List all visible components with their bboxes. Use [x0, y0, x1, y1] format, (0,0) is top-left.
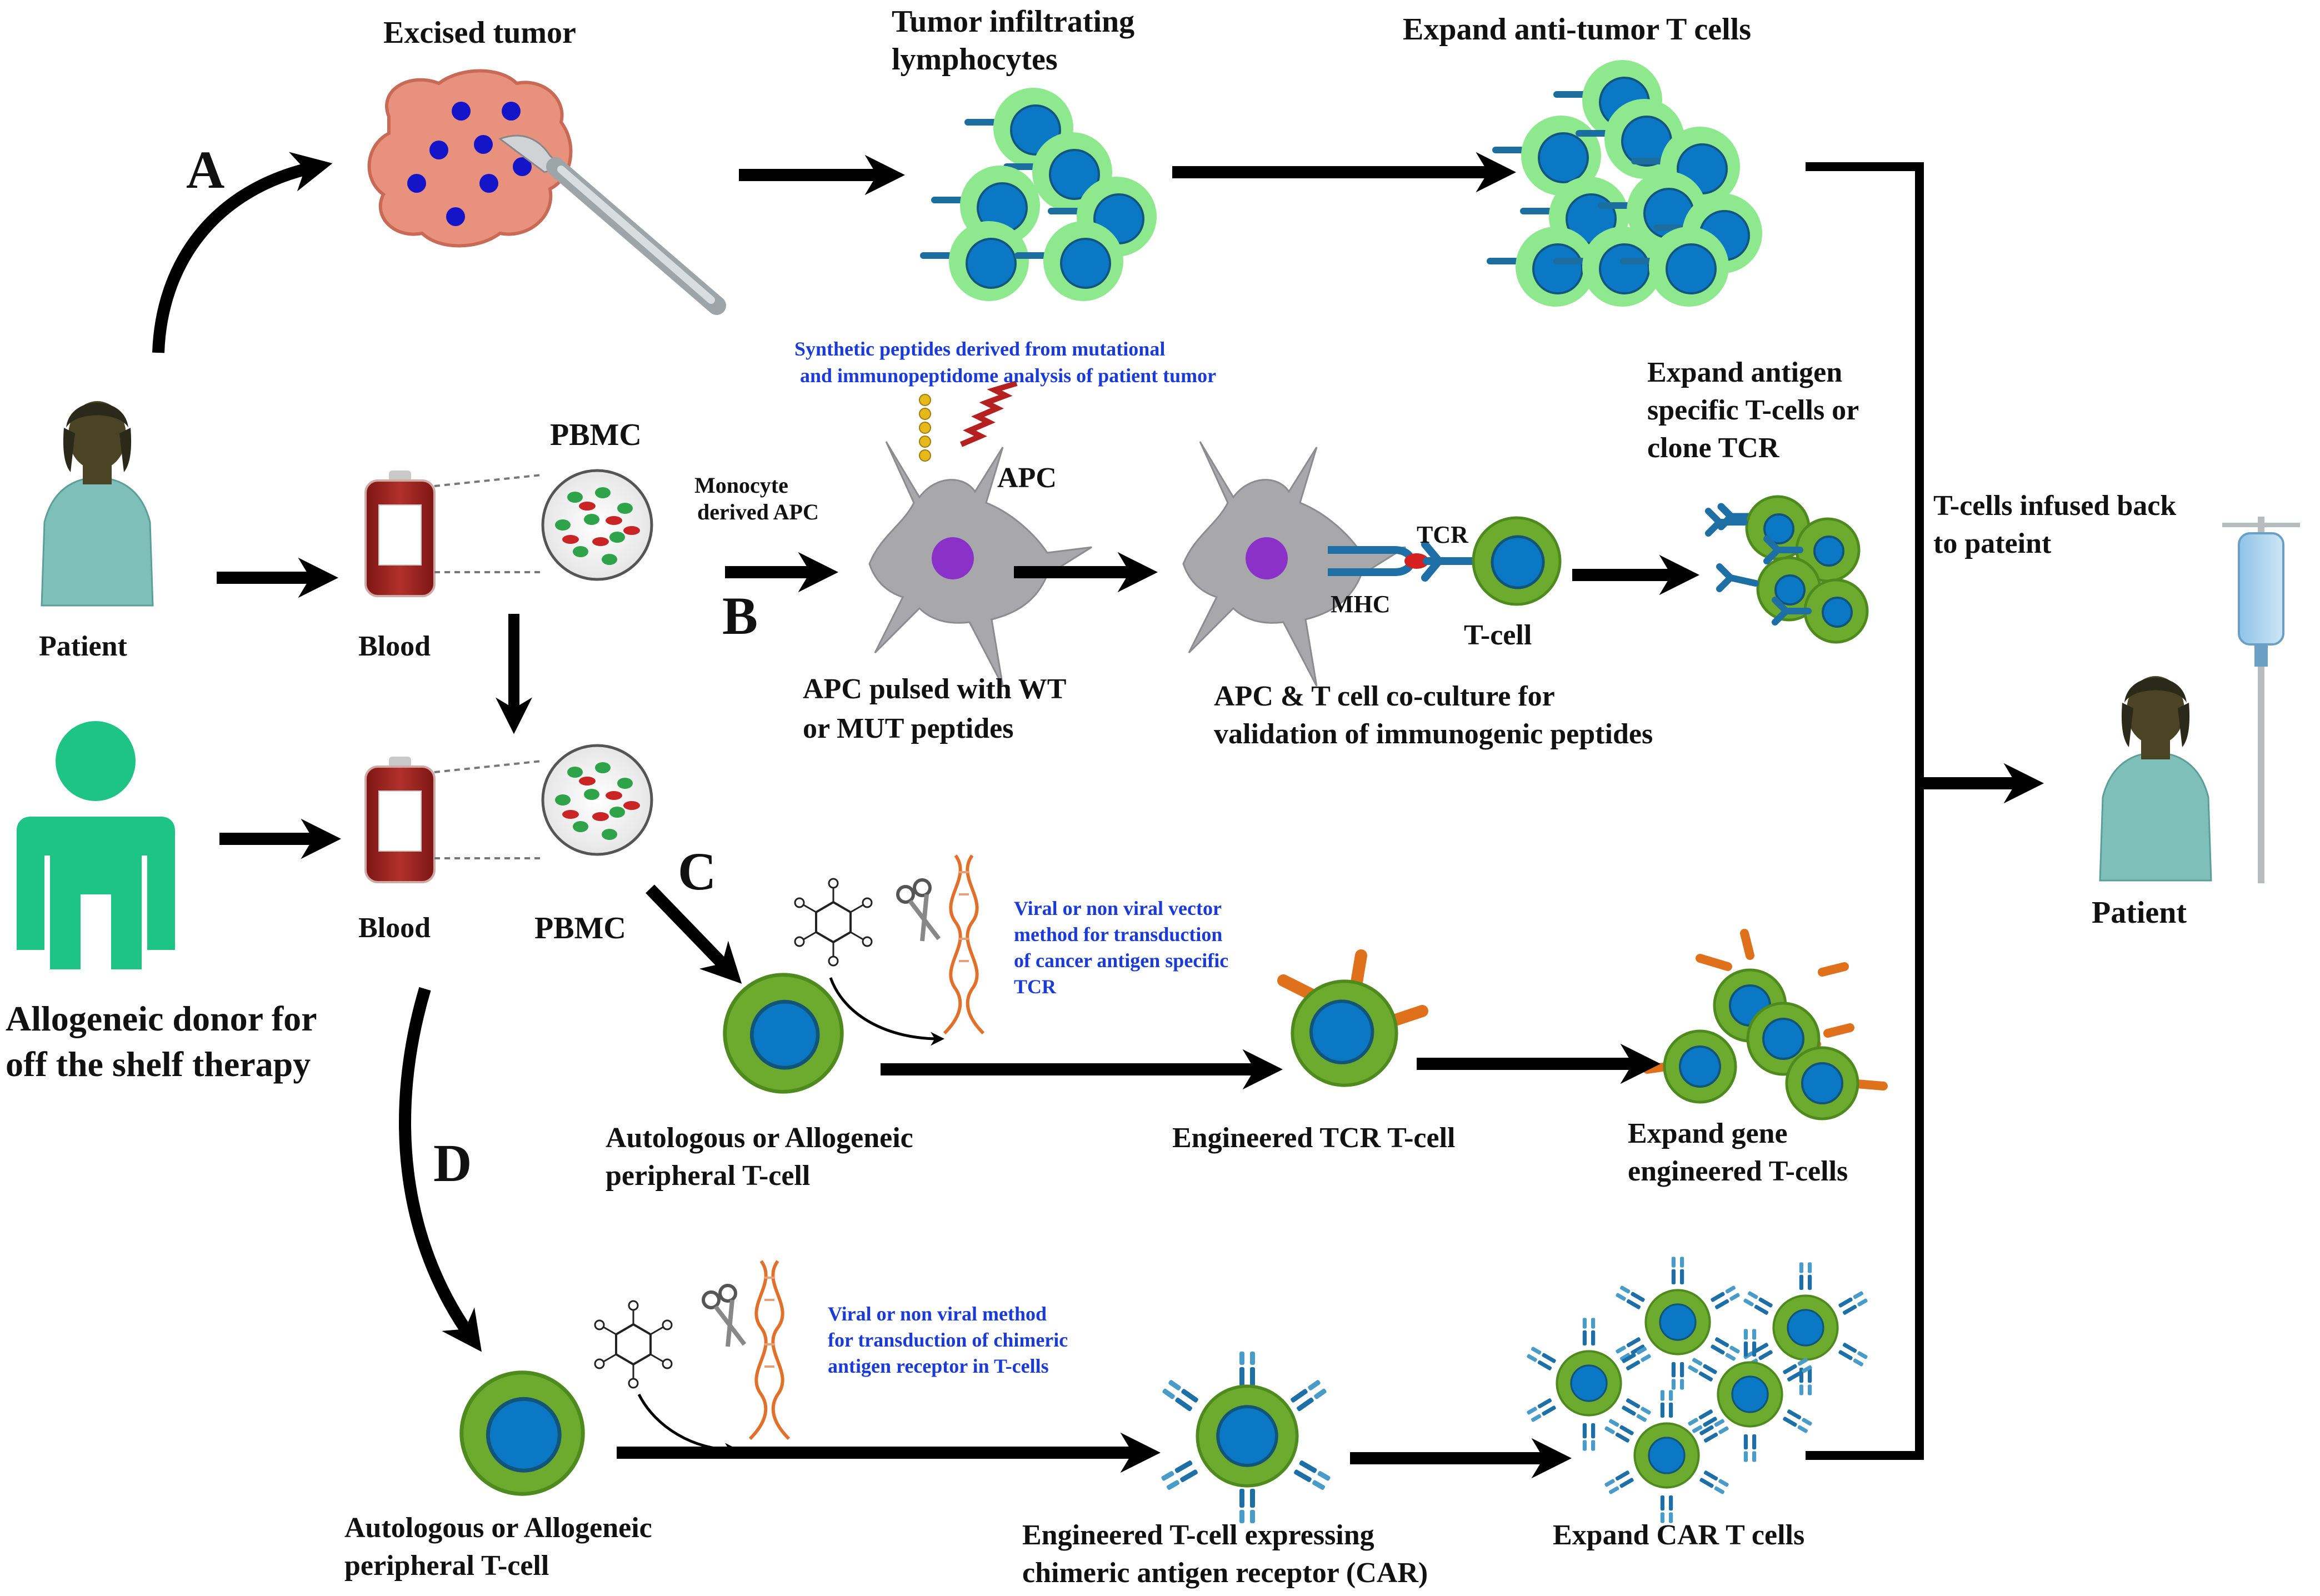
expand-antigen-line1: Expand antigen [1647, 357, 1843, 388]
apc-label: APC [997, 462, 1057, 494]
viral-car-line3: antigen receptor in T-cells [828, 1355, 1049, 1377]
apc-cell-icon [868, 441, 1093, 687]
patient-right-label: Patient [2092, 895, 2187, 930]
infused-line2: to pateint [1933, 528, 2052, 559]
patient-icon [2099, 675, 2212, 882]
expand-gene-line2: engineered T-cells [1628, 1155, 1848, 1187]
monocyte-label-line1: Monocyte [694, 473, 788, 498]
expand-antigen-line3: clone TCR [1647, 432, 1779, 464]
hexagon-molecule-icon [594, 1300, 673, 1389]
autologous-d-line2: peripheral T-cell [344, 1550, 549, 1582]
patient-icon [41, 400, 154, 607]
arrow-c-tcell [646, 884, 742, 984]
tcell-icon [459, 1370, 585, 1496]
apc-pulsed-line1: APC pulsed with WT [803, 673, 1067, 705]
infused-line1: T-cells infused back [1933, 490, 2177, 522]
expanded-antigen-specific-cluster-icon [1705, 495, 1869, 644]
scissors-dna-icon [898, 855, 983, 1033]
tcell-icon [1473, 518, 1560, 604]
til-label-line1: Tumor infiltrating [892, 4, 1135, 39]
pbmc-label-top: PBMC [550, 418, 642, 452]
coculture-line1: APC & T cell co-culture for [1214, 681, 1555, 712]
pbmc-label-bottom: PBMC [534, 911, 626, 945]
patient-label: Patient [39, 631, 127, 662]
viral-car-line1: Viral or non viral method [828, 1303, 1047, 1325]
expanded-car-cluster-icon [1526, 1257, 1868, 1523]
car-label-line1: Engineered T-cell expressing [1022, 1519, 1374, 1551]
pbmc-dashes [434, 760, 542, 859]
peptide-icon [919, 381, 1018, 462]
viral-tcr-line1: Viral or non viral vector [1014, 897, 1222, 919]
tcell-label: T-cell [1464, 619, 1532, 651]
autologous-c-line1: Autologous or Allogeneic [606, 1122, 913, 1154]
arrow-a-curve [152, 152, 333, 353]
blood-label-bottom: Blood [358, 912, 431, 944]
excised-tumor-label: Excised tumor [383, 16, 576, 50]
tcr-label: TCR [1417, 521, 1468, 548]
blood-bag-icon [364, 469, 436, 597]
scalpel-icon [498, 134, 726, 315]
autologous-d-line1: Autologous or Allogeneic [344, 1512, 652, 1544]
coculture-line2: validation of immunogenic peptides [1214, 718, 1653, 750]
expand-antigen-line2: specific T-cells or [1647, 394, 1859, 426]
synthetic-peptides-line1: Synthetic peptides derived from mutation… [794, 338, 1166, 360]
scissors-dna-icon [703, 1261, 789, 1439]
pathway-d-label: D [433, 1133, 472, 1193]
pathway-a-label: A [186, 140, 225, 199]
donor-label-line2: off the shelf therapy [6, 1044, 311, 1084]
apc-pulsed-line2: or MUT peptides [803, 713, 1014, 744]
car-tcell-icon [1161, 1352, 1331, 1523]
viral-tcr-line4: TCR [1014, 975, 1057, 998]
engineered-tcr-tcell-icon [1277, 949, 1428, 1087]
expanded-gene-engineered-cluster-icon [1643, 929, 1888, 1120]
expand-gene-line1: Expand gene [1628, 1118, 1788, 1149]
expand-car-label: Expand CAR T cells [1553, 1519, 1805, 1551]
arrows [152, 152, 2044, 1479]
pathway-c-label: C [678, 842, 717, 901]
hexagon-molecule-icon [794, 878, 873, 967]
viral-tcr-line3: of cancer antigen specific [1014, 949, 1229, 972]
donor-label-line1: Allogeneic donor for [6, 999, 317, 1038]
collector-bracket [1806, 162, 1924, 1460]
viral-tcr-line2: method for transduction [1014, 923, 1223, 945]
mhc-label: MHC [1331, 591, 1391, 618]
blood-bag-icon [364, 756, 436, 883]
til-label-line2: lymphocytes [892, 42, 1058, 77]
expand-anti-tumor-label: Expand anti-tumor T cells [1403, 12, 1752, 47]
viral-car-line2: for transduction of chimeric [828, 1329, 1068, 1351]
car-label-line2: chimeric antigen receptor (CAR) [1022, 1557, 1428, 1589]
blood-label-top: Blood [358, 631, 431, 662]
pbmc-dashes [434, 474, 542, 573]
expanded-til-cluster-icon [1490, 60, 1762, 307]
arrow-d-transduce [637, 1393, 739, 1457]
pathway-b-label: B [722, 586, 758, 646]
iv-stand-icon [2222, 517, 2300, 883]
monocyte-label-line2: derived APC [697, 499, 819, 524]
arrow-c-transduce [829, 977, 944, 1046]
til-cluster-icon [923, 88, 1157, 301]
autologous-c-line2: peripheral T-cell [606, 1160, 811, 1192]
synthetic-peptides-line2: and immunopeptidome analysis of patient … [800, 364, 1217, 387]
apc-cell-icon [1182, 441, 1407, 687]
tumor-icon [367, 69, 573, 248]
tcell-icon [723, 973, 844, 1094]
arrow-d-curve [399, 987, 482, 1352]
pbmc-circle-icon [543, 471, 652, 579]
mhc-tcr-complex-icon [1328, 541, 1482, 582]
pbmc-circle-icon [543, 746, 652, 854]
engineered-tcr-label: Engineered TCR T-cell [1172, 1122, 1456, 1154]
donor-silhouette-icon [17, 721, 175, 969]
